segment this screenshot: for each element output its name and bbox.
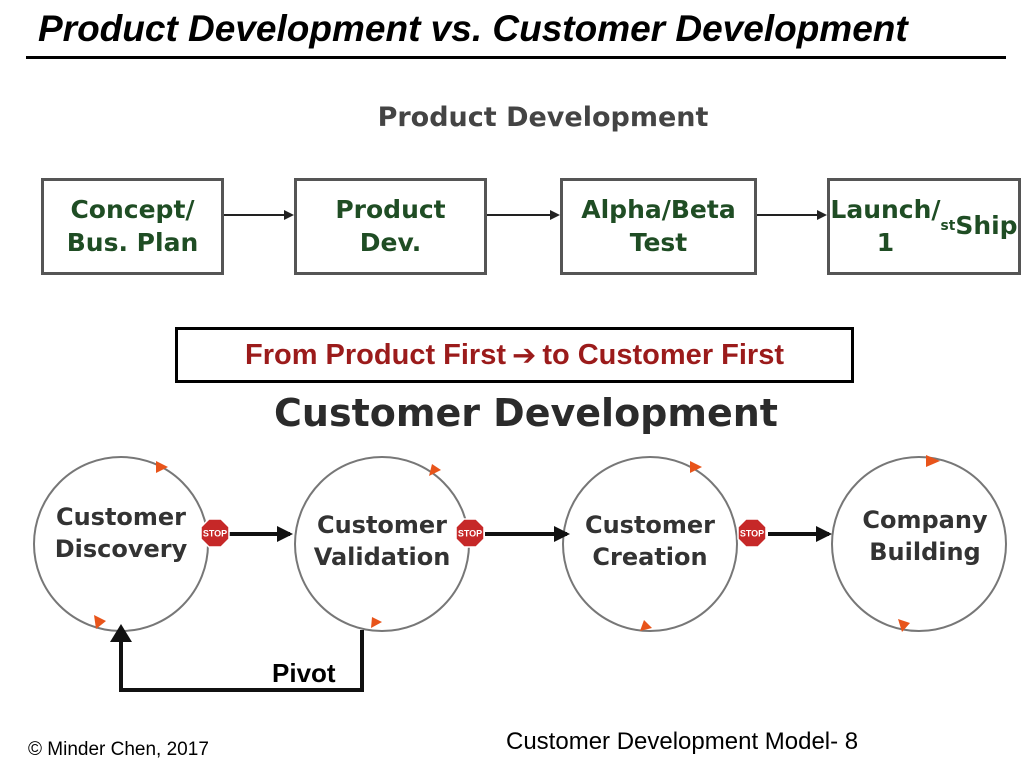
callout-right-text: to Customer First: [542, 338, 784, 371]
cycle-arrow-icon: [429, 464, 441, 476]
copyright-text: © Minder Chen, 2017: [28, 739, 209, 760]
circle-company-building: [831, 456, 1007, 632]
title-divider: [26, 56, 1006, 59]
pivot-arrowhead-icon: [110, 624, 132, 642]
cycle-arrow-icon: [926, 455, 940, 467]
pivot-loop-arrow: [110, 624, 364, 692]
stop-sign-icon: STOP: [455, 518, 485, 548]
callout-left-text: From Product First: [244, 338, 506, 371]
pd-step-concept: Concept/ Bus. Plan: [41, 178, 224, 275]
stop-sign-icons: STOP STOP STOP: [200, 518, 767, 548]
product-development-heading: Product Development: [377, 102, 709, 133]
slide-title: Product Development vs. Customer Develop…: [38, 8, 908, 49]
pd-step-product-dev: Product Dev.: [294, 178, 487, 275]
stage-label-customer-creation: Customer Creation: [584, 510, 716, 571]
pd-step-alpha-beta: Alpha/Beta Test: [560, 178, 757, 275]
cycle-arrow-icon: [156, 461, 168, 473]
cycle-arrow-icon: [898, 619, 910, 632]
stage-label-customer-validation: Customer Validation: [313, 510, 451, 571]
stage-label-company-building: Company Building: [862, 505, 988, 566]
cycle-arrow-icon: [640, 620, 652, 631]
pivot-label: Pivot: [272, 658, 336, 688]
stop-sign-text: STOP: [458, 529, 482, 539]
cycle-arrow-icon: [94, 615, 106, 629]
stop-sign-text: STOP: [203, 529, 227, 539]
callout-arrow-icon: ➔: [512, 338, 537, 372]
stop-sign-icon: STOP: [200, 518, 230, 548]
stage-label-customer-discovery: Customer Discovery: [54, 502, 188, 563]
stop-sign-icon: STOP: [737, 518, 767, 548]
cycle-arrow-icon: [690, 461, 702, 473]
customer-development-heading: Customer Development: [274, 391, 778, 435]
circle-customer-creation: [562, 456, 738, 632]
callout-box: From Product First ➔ to Customer First: [175, 327, 854, 383]
cd-circles: [33, 456, 1007, 632]
stop-sign-text: STOP: [740, 529, 764, 539]
slide-number-label: Customer Development Model- 8: [506, 728, 859, 755]
cycle-arrow-icon: [371, 617, 382, 628]
cycle-arrow-icons: [94, 455, 940, 632]
